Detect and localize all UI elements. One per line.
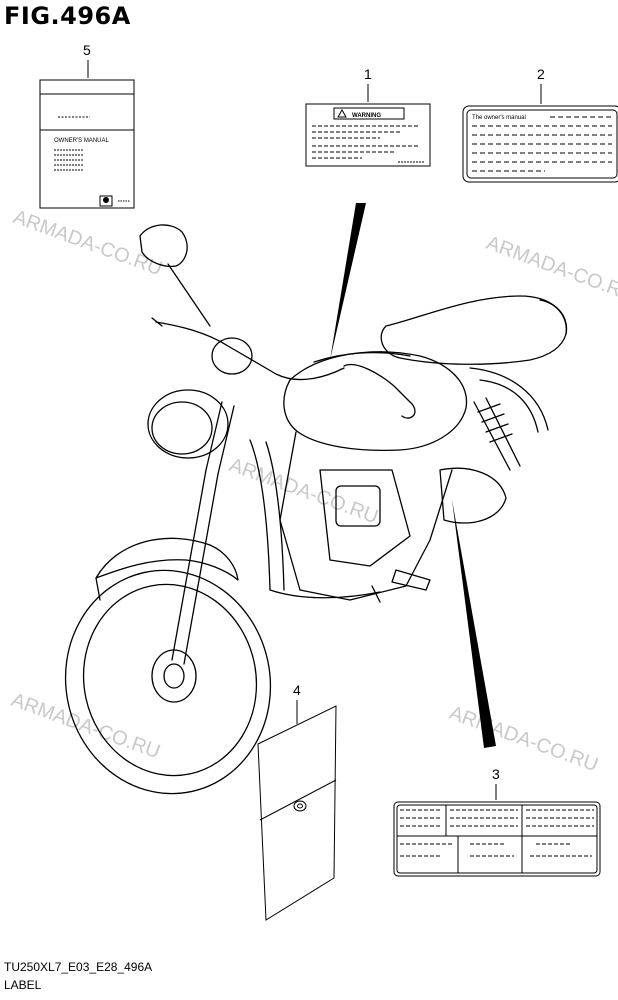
watermark-text: ARMADA-CO.RU bbox=[10, 206, 165, 280]
watermark-text: ARMADA-CO.RU bbox=[483, 232, 618, 306]
callout-number: 1 bbox=[364, 66, 372, 82]
watermark-text: ARMADA-CO.RU bbox=[446, 702, 601, 776]
callout-number: 2 bbox=[537, 66, 545, 82]
callout-number: 3 bbox=[492, 766, 500, 782]
part-1-warning-label: 1 WARNING bbox=[305, 66, 431, 167]
part-4-tag: 4 bbox=[257, 682, 337, 921]
part-2-owners-manual-label: 2 The owner's manual bbox=[462, 66, 618, 183]
figure-title: FIG.496A bbox=[4, 2, 131, 30]
motorcycle-illustration bbox=[64, 224, 568, 795]
part-5-owners-manual: 5 OWNER'S MANUAL bbox=[39, 42, 135, 209]
manual-cover-title: OWNER'S MANUAL bbox=[54, 138, 109, 144]
part-3-spec-label: 3 bbox=[393, 766, 601, 877]
owners-manual-label-title: The owner's manual bbox=[472, 115, 526, 121]
pointer-wedge-1 bbox=[330, 203, 366, 360]
watermark-text: ARMADA-CO.RU bbox=[226, 454, 381, 528]
figure-code: TU250XL7_E03_E28_496A bbox=[4, 960, 153, 974]
watermark-text: ARMADA-CO.RU bbox=[8, 689, 163, 763]
figure-label: LABEL bbox=[4, 978, 42, 992]
callout-number: 4 bbox=[293, 682, 301, 698]
callout-number: 5 bbox=[83, 42, 91, 58]
pointer-wedge-3 bbox=[452, 500, 496, 748]
watermarks: ARMADA-CO.RU ARMADA-CO.RU ARMADA-CO.RU A… bbox=[8, 206, 618, 776]
warning-label-title: WARNING bbox=[352, 113, 381, 119]
